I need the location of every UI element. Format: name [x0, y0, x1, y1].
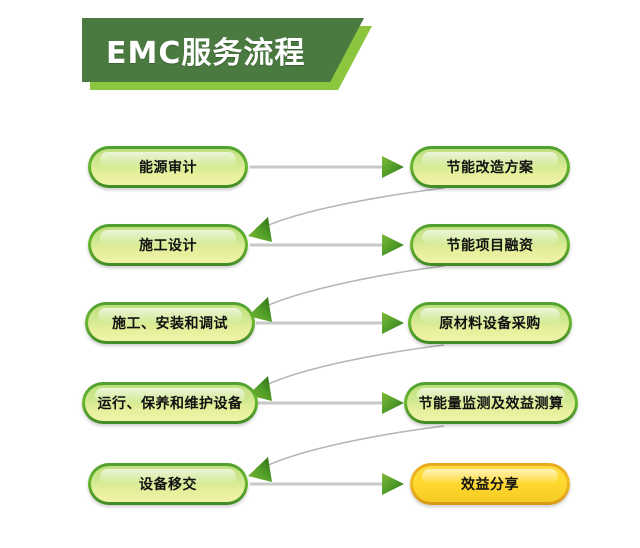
flow-node-right-2[interactable]: 节能项目融资	[410, 224, 570, 266]
flow-node-left-3-label: 施工、安装和调试	[112, 316, 228, 332]
flow-node-left-5-label: 设备移交	[139, 477, 197, 493]
title-banner-body: EMC服务流程	[82, 18, 364, 82]
flow-node-left-4[interactable]: 运行、保养和维护设备	[82, 382, 258, 424]
flow-node-right-1[interactable]: 节能改造方案	[410, 146, 570, 188]
flow-node-right-3[interactable]: 原材料设备采购	[408, 302, 572, 344]
flow-node-left-2-surface: 施工设计	[91, 227, 245, 263]
flow-node-right-4-label: 节能量监测及效益测算	[418, 396, 564, 412]
flow-node-right-4-surface: 节能量监测及效益测算	[407, 385, 575, 421]
flow-node-left-4-label: 运行、保养和维护设备	[97, 396, 243, 412]
flow-node-right-4[interactable]: 节能量监测及效益测算	[404, 382, 578, 424]
flow-node-right-5-surface: 效益分享	[413, 466, 567, 502]
flow-node-right-2-label: 节能项目融资	[446, 238, 534, 254]
flow-node-right-1-label: 节能改造方案	[446, 160, 534, 176]
forward-connector-row-3	[256, 312, 404, 334]
forward-connector-row-4	[258, 392, 404, 414]
forward-connector-row-5	[250, 473, 404, 495]
flow-node-left-3[interactable]: 施工、安装和调试	[85, 302, 255, 344]
flow-node-right-2-surface: 节能项目融资	[413, 227, 567, 263]
forward-connector-row-2	[250, 234, 404, 256]
flow-node-left-2-label: 施工设计	[139, 238, 197, 254]
flow-node-right-5-label: 效益分享	[461, 477, 519, 493]
flow-node-left-1[interactable]: 能源审计	[88, 146, 248, 188]
flow-node-right-3-label: 原材料设备采购	[439, 316, 541, 332]
flow-node-left-5-surface: 设备移交	[91, 466, 245, 502]
flow-node-left-4-surface: 运行、保养和维护设备	[85, 385, 255, 421]
page-title: EMC服务流程	[106, 36, 306, 71]
flow-node-left-1-label: 能源审计	[139, 160, 197, 176]
flow-node-left-5[interactable]: 设备移交	[88, 463, 248, 505]
flow-node-right-3-surface: 原材料设备采购	[411, 305, 569, 341]
forward-connector-row-1	[250, 156, 404, 178]
title-banner: EMC服务流程	[82, 18, 372, 90]
flow-node-right-5[interactable]: 效益分享	[410, 463, 570, 505]
flow-node-left-2[interactable]: 施工设计	[88, 224, 248, 266]
flow-node-left-1-surface: 能源审计	[91, 149, 245, 185]
flow-node-right-1-surface: 节能改造方案	[413, 149, 567, 185]
flow-node-left-3-surface: 施工、安装和调试	[88, 305, 252, 341]
